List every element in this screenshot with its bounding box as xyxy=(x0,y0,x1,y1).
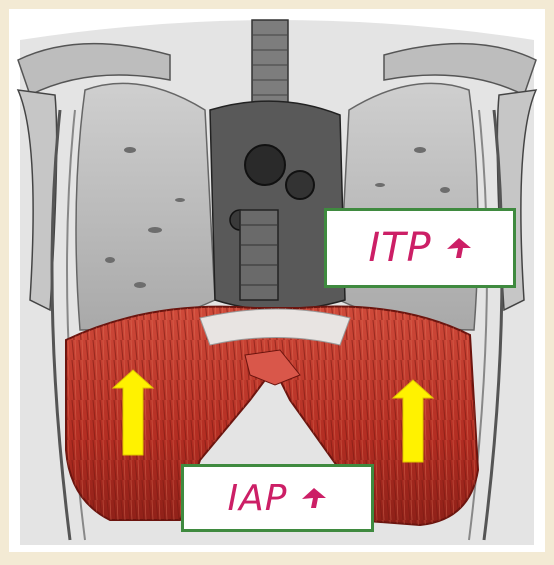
iap-label-text: IAP xyxy=(228,478,288,519)
itp-label-box: ITP xyxy=(324,208,516,288)
up-arrow-icon xyxy=(301,487,327,509)
up-arrow-icon xyxy=(446,237,472,259)
itp-label-text: ITP xyxy=(368,225,431,271)
iap-label-box: IAP xyxy=(181,464,374,532)
